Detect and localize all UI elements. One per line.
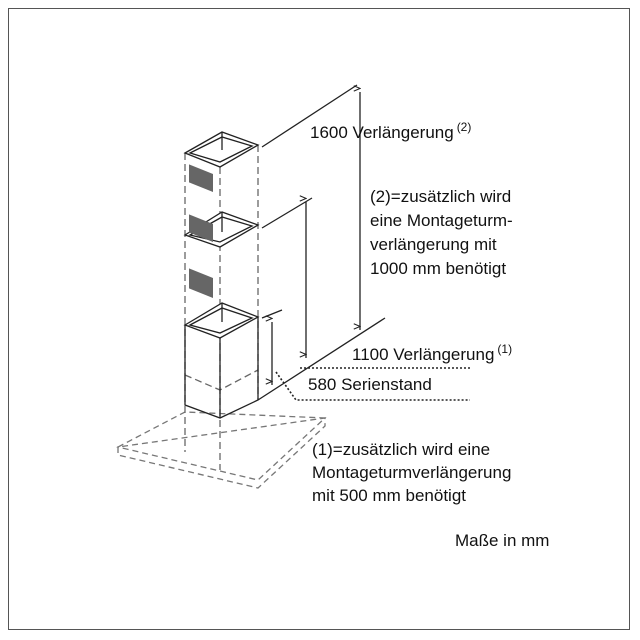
footnote-1: (1)=zusätzlich wird eine Montageturmverl… bbox=[312, 438, 511, 507]
footnote-1-line: mit 500 mm benötigt bbox=[312, 486, 467, 505]
label-1600-extension: 1600 Verlängerung(2) bbox=[310, 121, 471, 142]
footnote-2-line: 1000 mm benötigt bbox=[370, 259, 507, 278]
frame-border bbox=[8, 8, 630, 630]
tower-segment-bottom bbox=[183, 268, 260, 419]
tower-segment-top bbox=[183, 131, 260, 193]
label-1600-text: 1600 Verlängerung bbox=[310, 123, 454, 142]
footnote-2-line: (2)=zusätzlich wird bbox=[370, 187, 512, 206]
footnote-2-line: verlängerung mit bbox=[370, 235, 497, 254]
label-1100-text: 1100 Verlängerung bbox=[352, 345, 495, 364]
footnote-ref-1: (1) bbox=[497, 342, 513, 356]
dimension-lines bbox=[257, 84, 470, 401]
tower-segment-middle bbox=[183, 211, 260, 248]
footnote-1-line: (1)=zusätzlich wird eine bbox=[312, 440, 491, 459]
footnote-2-line: eine Montageturm- bbox=[370, 211, 513, 230]
units-note: Maße in mm bbox=[455, 531, 550, 550]
footnote-1-line: Montageturmverlängerung bbox=[312, 463, 512, 482]
footnote-2: (2)=zusätzlich wird eine Montageturm- ve… bbox=[370, 185, 513, 281]
footnote-ref-2: (2) bbox=[456, 120, 472, 134]
label-1100-extension: 1100 Verlängerung(1) bbox=[352, 343, 512, 364]
label-580-standard: 580 Serienstand bbox=[308, 375, 432, 394]
